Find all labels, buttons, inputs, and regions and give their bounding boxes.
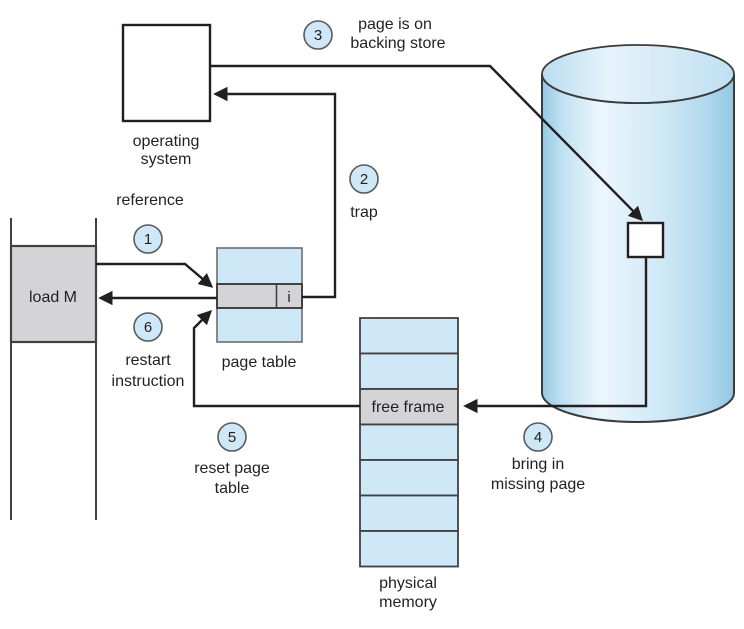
operating-system-label-line1: operating	[133, 133, 200, 150]
operating-system-rect	[121, 23, 212, 123]
step-labels: reference trap page is on backing store …	[112, 16, 586, 497]
step-6-label-line2: instruction	[112, 373, 185, 390]
step-1-number: 1	[144, 231, 152, 248]
free-frame-label: free frame	[372, 399, 445, 416]
load-m-label: load M	[29, 289, 77, 306]
step-3-label-line2: backing store	[350, 35, 445, 52]
step-6-badge	[133, 312, 163, 342]
step-1-label: reference	[116, 192, 184, 209]
step-2-label: trap	[350, 204, 378, 221]
step-6-number: 6	[144, 319, 152, 336]
step-5-number: 5	[228, 429, 236, 446]
step-5-label-line1: reset page	[194, 460, 270, 477]
arrow-reset-page-table	[192, 309, 360, 408]
step-badges: 1 2 3 4 5 6	[133, 20, 553, 452]
step-6-label-line1: restart	[125, 352, 171, 369]
step-3-label-line1: page is on	[358, 16, 432, 33]
page-table-entry-row	[216, 283, 303, 309]
step-4-label-line2: missing page	[491, 476, 585, 493]
step-4-number: 4	[534, 429, 542, 446]
arrow-bring-in-missing-page	[463, 257, 648, 414]
arrow-trap	[213, 86, 337, 299]
step-5-label-line2: table	[215, 480, 250, 497]
step-3-badge	[303, 20, 333, 50]
step-5-badge	[217, 422, 247, 452]
page-table-label: page table	[222, 354, 297, 371]
memory-frame-row	[359, 423, 459, 461]
physical-memory: free frame physical memory	[359, 317, 459, 611]
arrow-reference	[96, 262, 214, 288]
step-4-badge	[523, 422, 553, 452]
operating-system-label-line2: system	[141, 151, 192, 168]
backing-store-page-square	[626, 221, 665, 259]
memory-frame-row	[359, 494, 459, 532]
memory-frame-row	[359, 317, 459, 355]
memory-frame-row	[359, 530, 459, 568]
step-1-badge	[133, 224, 163, 254]
step-4-label-line1: bring in	[512, 456, 564, 473]
user-program-strip: load M	[9, 218, 98, 520]
step-2-badge	[349, 164, 379, 194]
operating-system-box: operating system	[121, 23, 212, 168]
page-table-invalid-bit: i	[287, 289, 290, 306]
physical-memory-label-line2: memory	[379, 594, 437, 611]
memory-frame-row	[359, 352, 459, 390]
arrow-page-on-backing-store	[211, 64, 644, 222]
step-2-number: 2	[360, 171, 368, 188]
memory-frame-row	[359, 459, 459, 497]
backing-store-top	[541, 44, 735, 104]
page-table: i page table	[216, 247, 303, 371]
load-m-box	[9, 244, 98, 344]
step-3-number: 3	[314, 27, 322, 44]
physical-memory-label-line1: physical	[379, 575, 437, 592]
